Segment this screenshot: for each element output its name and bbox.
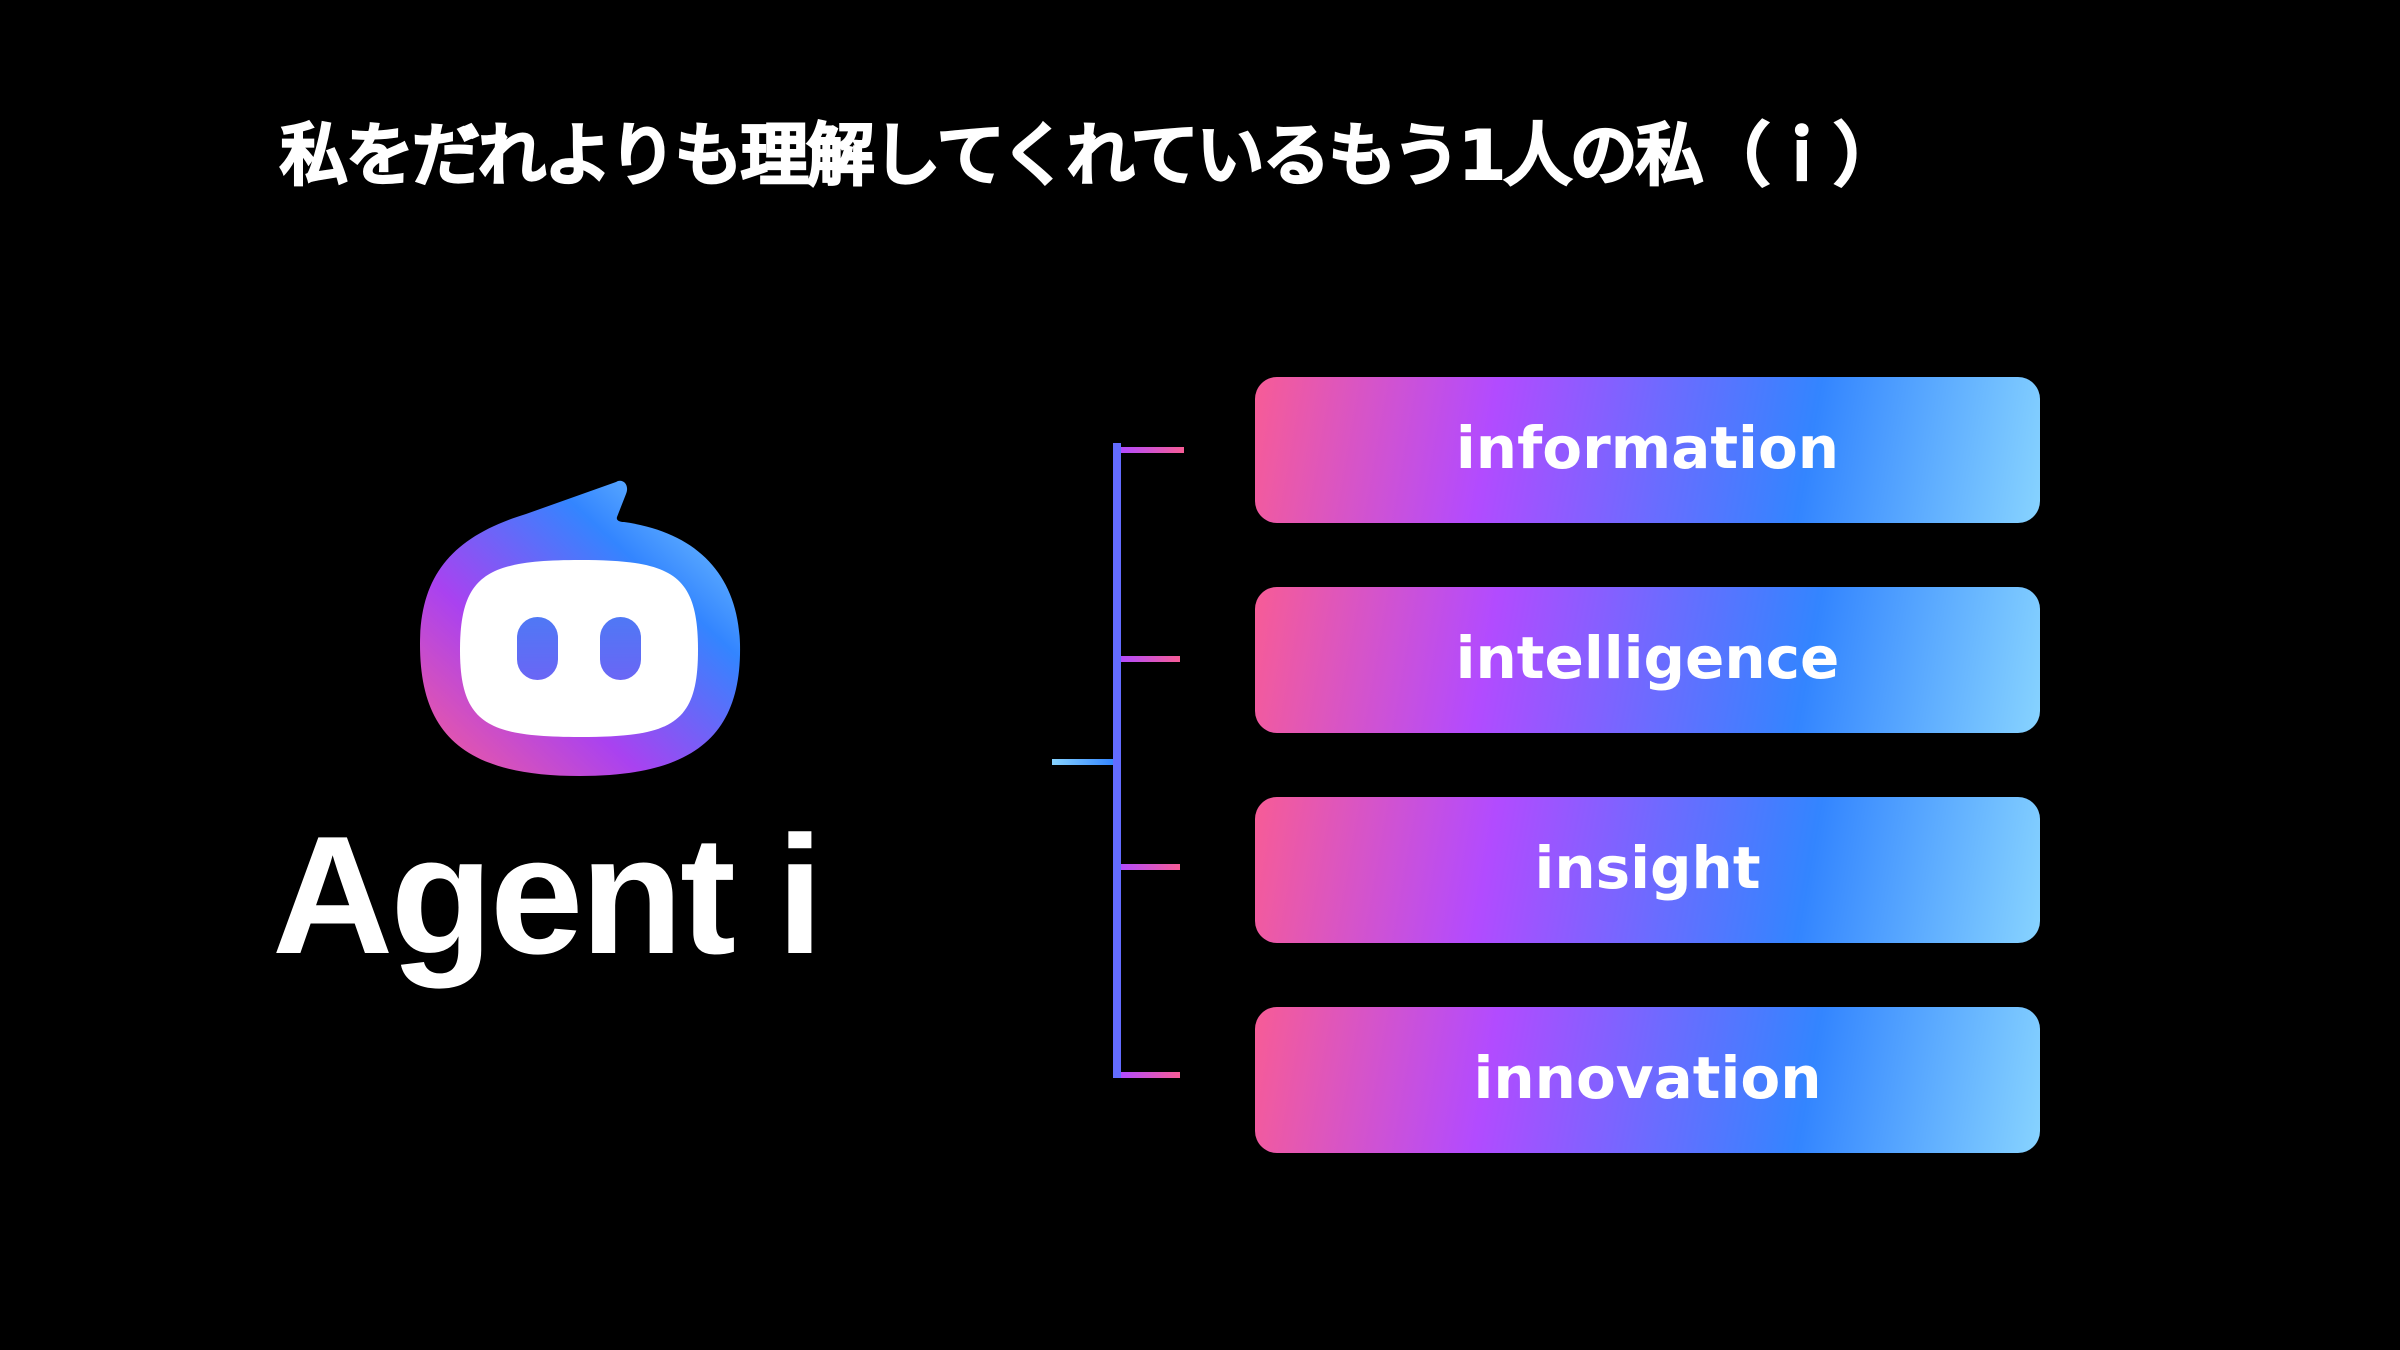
pillar-innovation: innovation bbox=[1255, 1007, 2040, 1153]
pillar-insight: insight bbox=[1255, 797, 2040, 943]
pillar-intelligence: intelligence bbox=[1255, 587, 2040, 733]
pillar-label: information bbox=[1455, 414, 1840, 482]
logo-left-eye bbox=[517, 617, 558, 680]
pillar-information: information bbox=[1255, 377, 2040, 523]
agent-i-logo-icon bbox=[420, 480, 741, 776]
bracket-tick-2 bbox=[1121, 656, 1180, 662]
slide-title: 私をだれよりも理解してくれているもう1人の私（ｉ） bbox=[279, 116, 1903, 197]
pillar-label: innovation bbox=[1473, 1044, 1822, 1112]
bracket-spine bbox=[1113, 443, 1121, 1078]
logo-face bbox=[460, 560, 698, 737]
bracket-tick-1 bbox=[1121, 447, 1184, 453]
bracket-tick-4 bbox=[1121, 1072, 1180, 1078]
pillar-label: insight bbox=[1534, 834, 1761, 902]
logo-right-eye bbox=[600, 617, 641, 680]
bracket-tick-3 bbox=[1121, 864, 1180, 870]
brand-name: Agent i bbox=[272, 801, 823, 989]
bracket-connector bbox=[1052, 443, 1184, 1078]
bracket-stub bbox=[1052, 759, 1114, 765]
pillar-label: intelligence bbox=[1455, 624, 1840, 692]
